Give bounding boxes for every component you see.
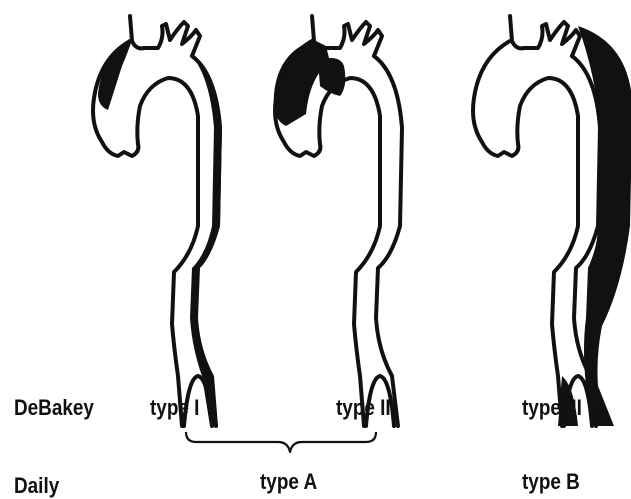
debakey-type-3-label: type III [522,395,582,421]
daily-type-b-label: type B [522,469,580,495]
debakey-row-label: DeBakey [14,395,94,421]
daily-row-label: Daily [14,473,59,499]
aorta-type-3-icon [473,16,631,426]
curly-brace-icon [186,432,376,452]
daily-type-a-label: type A [260,469,317,495]
aorta-type-2-icon [274,16,402,426]
debakey-type-2-label: type II [336,395,391,421]
aorta-type-1-icon [93,16,222,426]
debakey-type-1-label: type I [150,395,199,421]
